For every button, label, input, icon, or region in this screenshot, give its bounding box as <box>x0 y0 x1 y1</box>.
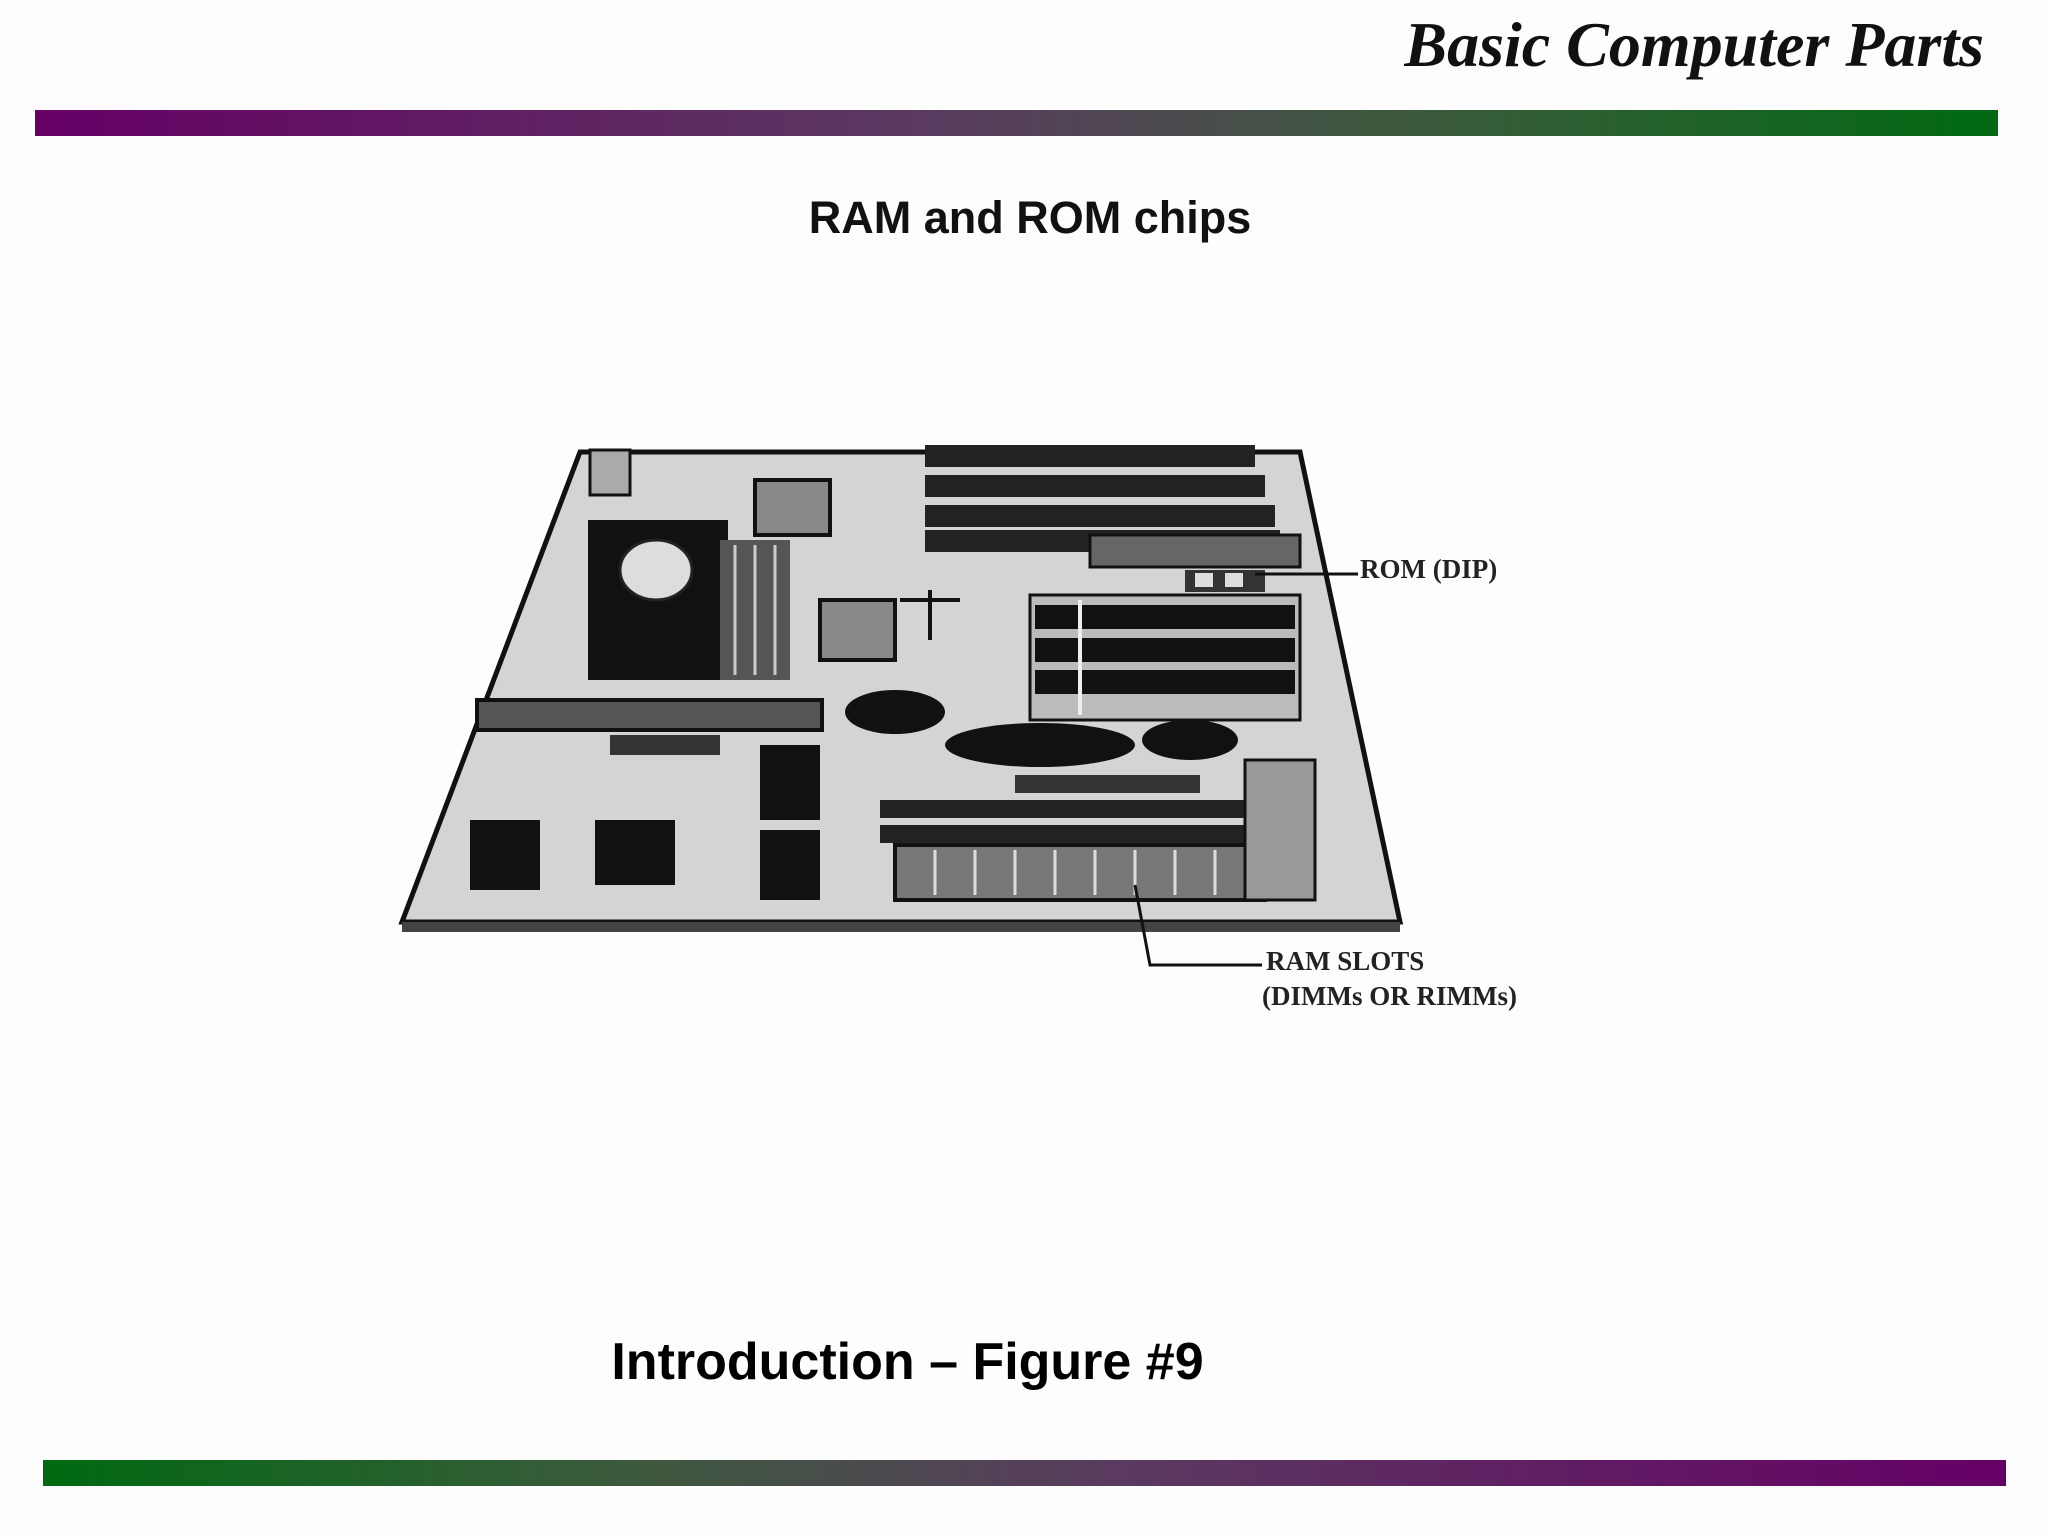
ram-slots-sublabel: (DIMMs OR RIMMs) <box>1262 981 1517 1011</box>
ram-slots-label: RAM SLOTS <box>1266 946 1424 976</box>
figure-caption: Introduction – Figure #9 <box>611 1333 1204 1391</box>
cpu-heatsink <box>588 448 790 680</box>
figure-subtitle: RAM and ROM chips <box>808 192 1252 243</box>
slide-title: Basic Computer Parts <box>1404 9 1984 80</box>
rom-dip-chip <box>1185 570 1265 592</box>
top-gradient-bar <box>35 110 1998 136</box>
chipset-chips <box>753 478 960 662</box>
ram-slots <box>880 758 1317 902</box>
callout-lines <box>1133 572 1358 967</box>
expansion-slots <box>925 445 1302 569</box>
bottom-gradient-bar <box>43 1460 2006 1486</box>
isa-slot <box>475 698 824 755</box>
ram-modules-upper <box>1028 593 1302 722</box>
rom-label: ROM (DIP) <box>1360 554 1497 584</box>
controller-chips <box>470 690 1238 900</box>
